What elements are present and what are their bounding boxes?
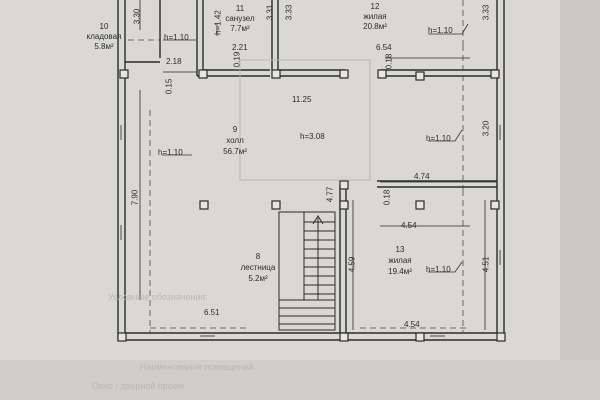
column [415,200,425,210]
dim-790: 7.90 [130,189,140,206]
leader-h110-r13 [428,261,463,273]
dim-330: 3.30 [132,8,142,25]
room-8-area: 5.2м² [248,274,268,283]
leader-h110-right [428,129,463,142]
column [490,200,500,210]
dim-218: 2.18 [166,57,182,66]
dim-1125: 11.25 [292,95,312,104]
room-11-area: 7.7м² [230,24,250,33]
column [415,332,425,342]
room-12-name: жилая [363,12,387,21]
room-13-name: жилая [388,256,412,265]
dim-454-top: 4.54 [401,221,417,230]
legend-faint-title: Условные обозначения: [108,292,208,302]
column [271,69,281,79]
leader-h110-r12 [428,23,469,35]
dim-333-right: 3.33 [481,4,491,21]
column [496,332,506,342]
room-8-name: лестница [240,263,276,272]
height-label-hall: h=1.10 [158,148,183,157]
room-10-name: кладовая [86,32,122,41]
room-12-area: 20.8м² [363,22,387,31]
room-9-area: 56.7м² [223,147,247,156]
room-9-name: холл [226,136,244,145]
dim-477: 4.77 [325,186,335,203]
dim-474: 4.74 [414,172,430,181]
room-11-name: санузел [225,14,255,23]
legend-faint-line-3: Окно / дверной проём [92,381,184,391]
room-10-number: 10 [99,22,109,31]
column [415,71,425,81]
dim-654: 6.54 [376,43,392,52]
dim-018-bottom: 0.18 [382,189,392,206]
dim-459: 4.59 [347,256,357,273]
dim-331: 3.31 [265,4,275,21]
column [271,200,281,210]
room-8-number: 8 [255,252,261,261]
column [490,69,500,79]
paper-shadow-bottom [0,360,600,400]
stair-arrow-head [312,215,324,225]
legend-faint-line-2: Наименование помещений [140,362,254,372]
column [339,180,349,190]
dim-333-left: 3.33 [284,4,294,21]
room-10-area: 5.8м² [94,42,114,51]
room-12-number: 12 [370,2,380,11]
column [199,200,209,210]
height-label-right: h=1.10 [426,134,451,143]
room-9-number: 9 [232,125,238,134]
dim-018-top: 0.18 [384,53,394,70]
column [117,332,127,342]
height-label-r12: h=1.10 [428,26,453,35]
height-label-hall-ceiling: h=3.08 [300,132,325,141]
room-13-number: 13 [395,245,405,254]
room-13-area: 19.4м² [388,267,412,276]
dim-015: 0.15 [164,78,174,95]
column [339,69,349,79]
dim-451: 4.51 [481,256,491,273]
column [198,69,208,79]
height-label-bath: h=1.42 [213,10,223,35]
dim-019: 0.19 [232,51,242,68]
paper-shadow-right [560,0,600,400]
column [377,69,387,79]
column [339,332,349,342]
dim-454-bottom: 4.54 [404,320,420,329]
column [339,200,349,210]
dim-320: 3.20 [481,120,491,137]
dim-651: 6.51 [204,308,220,317]
staircase [278,211,336,331]
room-11-number: 11 [235,4,245,13]
hall-faint-outline [239,59,371,181]
column [119,69,129,79]
height-label-r10: h=1.10 [164,33,189,42]
height-label-r13: h=1.10 [426,265,451,274]
stair-treads [279,221,335,325]
dim-221: 2.21 [232,43,248,52]
